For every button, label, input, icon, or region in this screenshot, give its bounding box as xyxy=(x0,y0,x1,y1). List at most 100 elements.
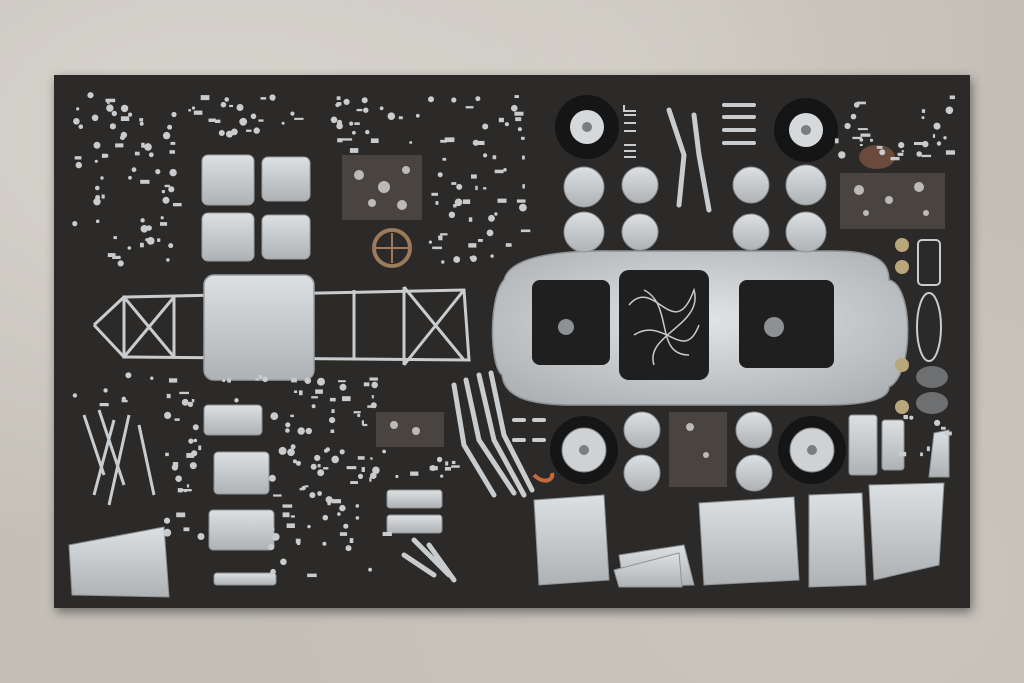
decal-plates xyxy=(342,155,945,487)
small-part xyxy=(169,168,177,177)
small-part xyxy=(322,541,327,546)
small-part xyxy=(451,460,456,465)
small-part xyxy=(370,457,373,460)
small-part xyxy=(522,184,525,189)
small-part xyxy=(431,192,438,196)
small-part xyxy=(921,109,926,113)
small-part xyxy=(949,95,955,100)
small-part xyxy=(336,102,342,106)
small-part xyxy=(329,417,336,424)
small-part xyxy=(314,454,321,461)
small-part xyxy=(339,383,347,391)
small-part xyxy=(350,481,358,484)
small-part xyxy=(167,124,173,130)
small-part xyxy=(186,453,195,458)
small-part xyxy=(271,533,280,541)
small-part xyxy=(250,113,257,120)
engine-block xyxy=(203,404,443,586)
small-part xyxy=(856,101,866,105)
wiring-harness xyxy=(628,287,700,366)
small-part xyxy=(290,414,294,418)
small-part xyxy=(505,243,512,247)
small-part xyxy=(941,426,946,430)
shock-absorbers xyxy=(512,103,756,442)
small-part xyxy=(75,161,82,169)
small-part xyxy=(295,538,301,544)
small-part xyxy=(444,137,455,143)
small-part xyxy=(934,419,941,426)
small-part xyxy=(475,185,478,191)
small-part xyxy=(869,138,874,142)
small-part xyxy=(269,572,273,576)
small-part xyxy=(171,111,177,118)
small-part xyxy=(342,138,353,141)
small-part xyxy=(304,485,309,488)
small-part xyxy=(188,109,191,112)
small-part xyxy=(155,169,161,175)
small-part xyxy=(200,95,210,101)
small-part xyxy=(169,150,175,154)
small-part xyxy=(327,501,331,506)
small-part xyxy=(492,155,497,160)
small-part xyxy=(368,567,372,572)
small-part xyxy=(331,409,335,413)
small-part xyxy=(932,134,936,138)
small-part xyxy=(317,377,325,386)
small-part xyxy=(349,121,354,126)
small-part xyxy=(140,225,149,233)
tires xyxy=(550,95,846,484)
small-part xyxy=(299,487,304,491)
small-part xyxy=(140,179,150,184)
small-part xyxy=(343,523,349,529)
small-part xyxy=(222,378,226,383)
seats xyxy=(201,154,311,262)
small-part xyxy=(139,121,144,126)
small-part xyxy=(304,377,312,385)
small-part xyxy=(921,154,932,158)
small-part xyxy=(290,515,295,518)
small-part xyxy=(255,378,259,381)
small-part xyxy=(163,528,172,537)
small-part xyxy=(93,141,101,149)
small-part xyxy=(516,199,526,203)
small-part xyxy=(171,464,179,471)
small-part xyxy=(164,184,170,188)
small-part xyxy=(522,155,525,160)
small-part xyxy=(127,246,132,250)
small-part xyxy=(325,447,330,452)
small-part xyxy=(166,393,171,399)
small-part xyxy=(357,456,365,460)
small-part xyxy=(371,381,379,389)
small-part xyxy=(325,496,333,504)
small-part xyxy=(483,187,487,190)
small-part xyxy=(339,532,348,536)
small-part xyxy=(121,399,128,403)
small-part xyxy=(282,504,293,508)
small-part xyxy=(490,254,494,258)
small-part xyxy=(365,129,370,135)
small-part xyxy=(189,462,197,470)
small-part xyxy=(355,504,360,508)
small-part xyxy=(144,143,152,151)
small-part xyxy=(183,527,190,532)
small-part xyxy=(294,117,304,120)
small-part xyxy=(311,396,318,399)
small-part xyxy=(514,111,524,116)
small-part xyxy=(914,142,924,145)
small-part xyxy=(291,378,297,383)
small-part xyxy=(857,128,868,131)
small-part xyxy=(173,203,182,207)
small-part xyxy=(363,382,370,387)
exhaust-tip xyxy=(532,472,683,588)
small-part xyxy=(162,131,171,140)
small-part xyxy=(456,183,463,190)
display-board xyxy=(54,75,970,608)
small-part xyxy=(294,390,298,393)
small-part xyxy=(214,119,221,123)
small-part xyxy=(936,141,942,146)
small-part xyxy=(174,418,180,421)
small-part xyxy=(131,167,137,173)
small-part xyxy=(111,110,117,117)
small-part xyxy=(349,538,354,543)
